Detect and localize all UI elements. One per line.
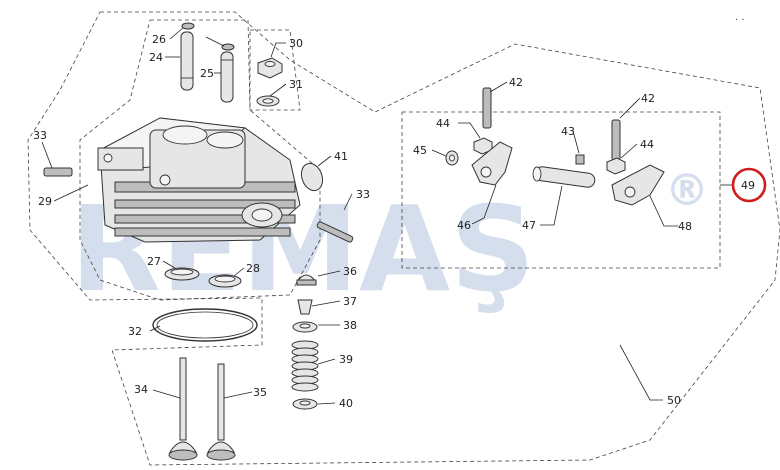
callout-44-left: 44: [436, 117, 450, 130]
callout-45: 45: [413, 144, 427, 157]
callout-33-right: 33: [356, 188, 370, 201]
washer-45: [445, 150, 459, 166]
nut-30: [257, 57, 283, 79]
highlight-circle: [731, 167, 767, 203]
outer-group-outline: [27, 11, 780, 466]
collet-37: [297, 299, 313, 315]
callout-44-right: 44: [640, 138, 654, 151]
callout-labels: 26 24 25 30 31 33 29 41 33 27 28 36 37 3…: [33, 33, 692, 410]
callout-33-left: 33: [33, 129, 47, 142]
callout-27: 27: [147, 255, 161, 268]
callout-32: 32: [128, 325, 142, 338]
retainer-38: [292, 321, 318, 333]
callout-37: 37: [343, 295, 357, 308]
valve-34: [168, 357, 198, 461]
callout-47: 47: [522, 219, 536, 232]
spring-39: [291, 340, 319, 392]
cap-36: [296, 274, 317, 286]
stud-33-left: [43, 167, 73, 177]
rocker-shaft-47: [532, 166, 596, 188]
callout-26: 26: [152, 33, 166, 46]
pushrod-25: [220, 51, 234, 103]
callout-25: 25: [200, 67, 214, 80]
adjusting-screw-42-right: [611, 119, 621, 161]
callout-43: 43: [561, 125, 575, 138]
callout-28: 28: [246, 262, 260, 275]
callout-29: 29: [38, 195, 52, 208]
callout-30: 30: [289, 37, 303, 50]
callout-24: 24: [149, 51, 163, 64]
cylinder-head: [97, 117, 301, 243]
head-subgroup-outline: [79, 19, 321, 301]
adjusting-screw-42-left: [482, 87, 492, 129]
gasket-32: [152, 308, 258, 342]
corner-mark: . .: [735, 12, 745, 23]
rocker-arm-subgroup-outline: [401, 111, 721, 269]
callout-41: 41: [334, 150, 348, 163]
seal-27: [164, 267, 200, 281]
callout-48: 48: [678, 220, 692, 233]
callout-42-right: 42: [641, 92, 655, 105]
pushrod-24: [180, 31, 194, 91]
callout-49: 49: [741, 179, 755, 192]
callout-38: 38: [343, 319, 357, 332]
seal-28: [208, 274, 242, 288]
plug-41: [300, 162, 324, 192]
leader-lines: [41, 27, 678, 405]
valve-35: [206, 363, 236, 461]
callout-50: 50: [667, 394, 681, 407]
highlighted-callout-49: 49: [720, 167, 767, 203]
nut-44-right: [606, 157, 626, 175]
washer-31: [256, 95, 280, 107]
callout-35: 35: [253, 386, 267, 399]
seat-40: [292, 398, 318, 410]
callout-34: 34: [134, 383, 148, 396]
stud-33-right: [316, 221, 354, 243]
watermark-registered-mark: ®: [665, 165, 709, 216]
callout-46: 46: [457, 219, 471, 232]
callout-42-left: 42: [509, 76, 523, 89]
pin-43: [575, 154, 585, 165]
callout-39: 39: [339, 353, 353, 366]
callout-36: 36: [343, 265, 357, 278]
nut-washer-subgroup-outline: [249, 29, 301, 111]
rocker-arm-46: [471, 141, 513, 186]
rocker-arm-48: [611, 164, 665, 206]
washers-26: [181, 22, 235, 51]
callout-40: 40: [339, 397, 353, 410]
callout-31: 31: [289, 78, 303, 91]
